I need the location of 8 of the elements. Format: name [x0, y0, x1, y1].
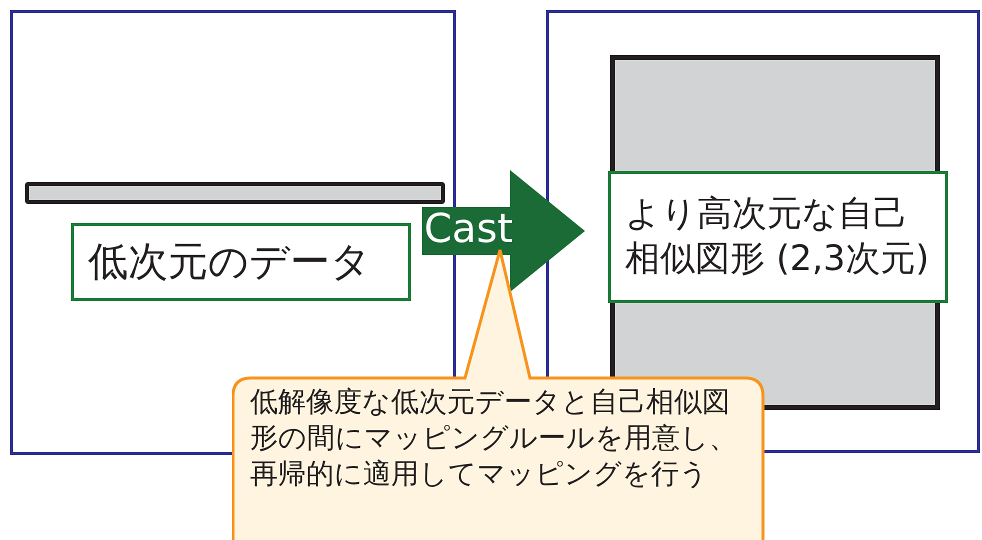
arrow — [422, 170, 585, 292]
label-text: より高次元な自己相似図形 (2,3次元) — [625, 192, 930, 281]
text-box — [608, 171, 948, 303]
callout-text: 低解像度な低次元データと自己相似図形の間にマッピングルールを用意し、再帰的に適用してマッピングを行う — [250, 384, 738, 492]
data-bar — [25, 182, 445, 204]
text-box — [71, 223, 411, 301]
label-text: 低次元のデータ — [88, 238, 372, 287]
edge-label: Cast — [424, 205, 513, 253]
